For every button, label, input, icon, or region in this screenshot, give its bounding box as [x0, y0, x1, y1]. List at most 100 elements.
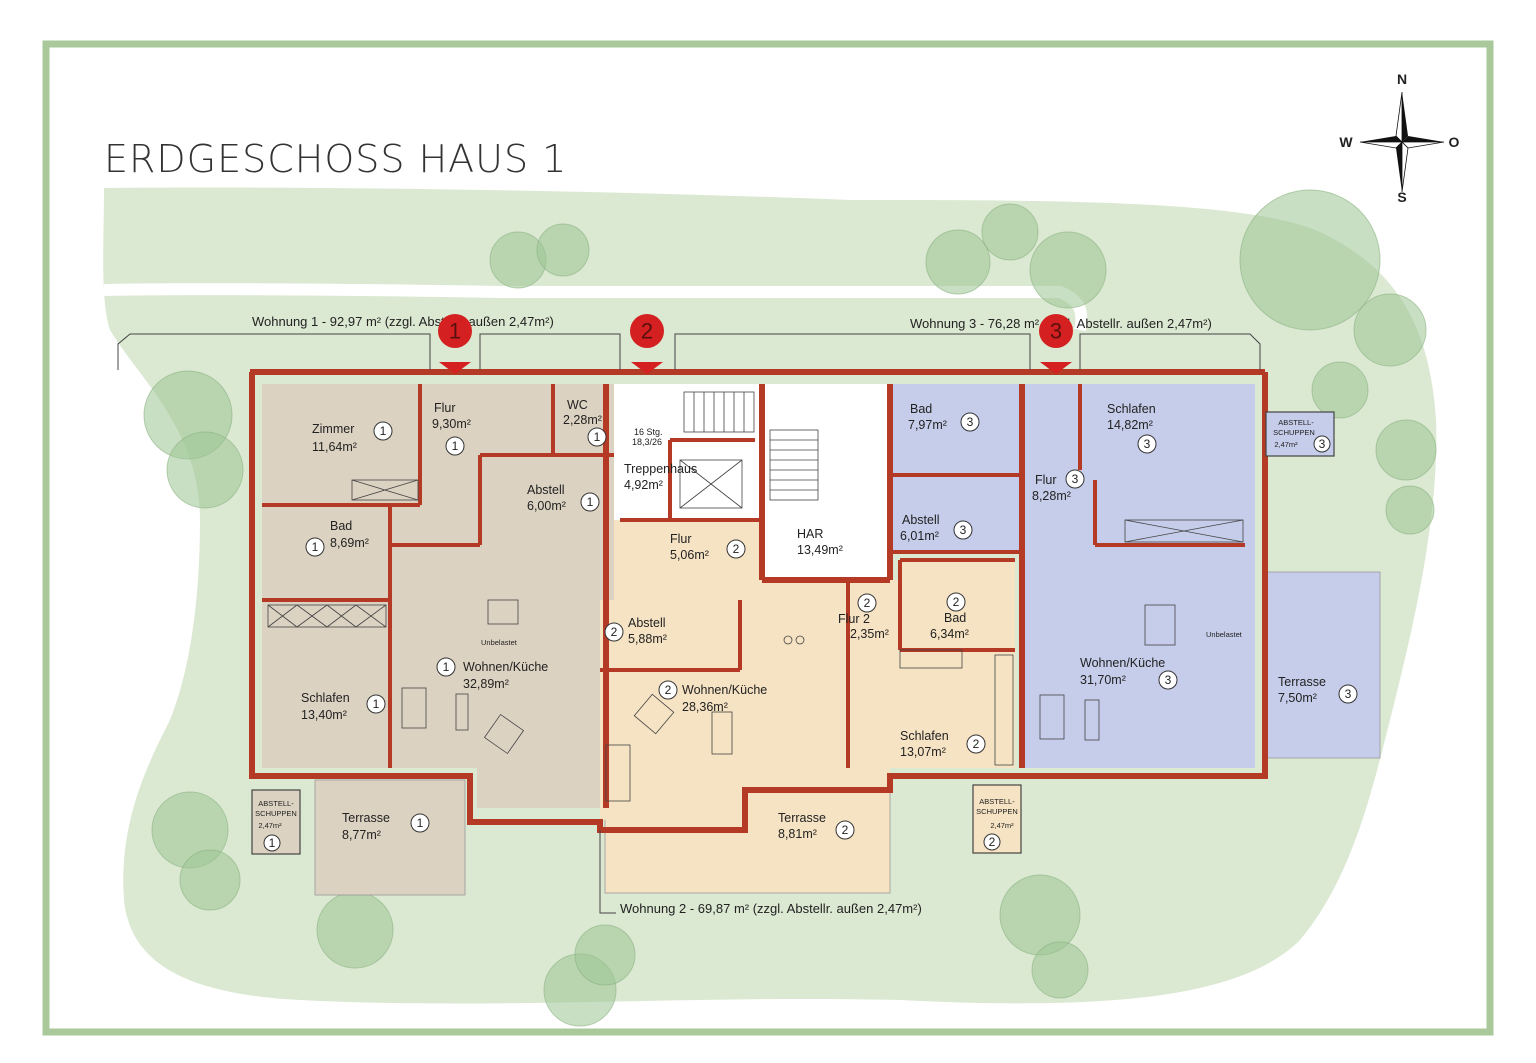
- svg-text:1: 1: [449, 319, 461, 344]
- tree-icon: [536, 223, 590, 277]
- room-abstell-1: Abstell 6,00m² 1: [527, 483, 600, 513]
- room-har: HAR 13,49m²: [797, 527, 843, 557]
- svg-text:SCHUPPEN: SCHUPPEN: [976, 807, 1018, 816]
- svg-text:1: 1: [587, 495, 594, 509]
- svg-text:Bad: Bad: [910, 402, 932, 416]
- room-wohnen-2: Wohnen/Küche 28,36m² 2: [658, 680, 767, 714]
- svg-text:3: 3: [1345, 687, 1352, 701]
- tree-icon: [1385, 485, 1435, 535]
- compass-rose-icon: N S W O: [1339, 71, 1459, 205]
- svg-text:ABSTELL-: ABSTELL-: [979, 797, 1015, 806]
- svg-text:2: 2: [953, 595, 960, 609]
- shed-2: ABSTELL- SCHUPPEN 2,47m² 2: [972, 784, 1022, 854]
- plan-title: ERDGESCHOSS HAUS 1: [104, 137, 567, 181]
- terrace-1-area: [314, 779, 466, 896]
- stairs-icon: [679, 391, 819, 509]
- svg-text:SCHUPPEN: SCHUPPEN: [1273, 428, 1315, 437]
- tree-icon: [574, 924, 636, 986]
- compass-w: W: [1339, 134, 1353, 150]
- svg-text:SCHUPPEN: SCHUPPEN: [255, 809, 297, 818]
- svg-text:11,64m²: 11,64m²: [312, 440, 357, 454]
- svg-text:3: 3: [1144, 437, 1151, 451]
- svg-text:Flur: Flur: [434, 401, 456, 415]
- svg-text:Abstell: Abstell: [902, 513, 940, 527]
- furniture: [401, 599, 1176, 802]
- svg-text:Flur: Flur: [670, 532, 692, 546]
- svg-text:Treppenhaus: Treppenhaus: [624, 462, 697, 476]
- svg-text:Wohnen/Küche: Wohnen/Küche: [1080, 656, 1165, 670]
- svg-text:Abstell: Abstell: [628, 616, 666, 630]
- svg-text:3: 3: [1319, 437, 1326, 451]
- svg-text:Unbelastet: Unbelastet: [481, 638, 518, 647]
- svg-text:8,77m²: 8,77m²: [342, 828, 381, 842]
- entrance-marker-3: 3: [1039, 314, 1073, 374]
- svg-text:Abstell: Abstell: [527, 483, 565, 497]
- svg-text:32,89m²: 32,89m²: [463, 677, 509, 691]
- svg-text:7,50m²: 7,50m²: [1278, 691, 1317, 705]
- svg-text:5,88m²: 5,88m²: [628, 632, 667, 646]
- room-abstell-3: Abstell 6,01m² 3: [900, 513, 973, 543]
- svg-text:2: 2: [864, 596, 871, 610]
- svg-text:Bad: Bad: [944, 611, 966, 625]
- room-terrasse-3: Terrasse 7,50m² 3: [1278, 675, 1358, 705]
- svg-text:Schlafen: Schlafen: [301, 691, 350, 705]
- frame-border: [42, 40, 1494, 1036]
- terrace-3-area: [1264, 571, 1381, 759]
- shed-3: ABSTELL- SCHUPPEN 2,47m² 3: [1265, 411, 1335, 457]
- room-zimmer: Zimmer 11,64m² 1: [312, 421, 393, 454]
- svg-text:2: 2: [611, 625, 618, 639]
- svg-text:8,81m²: 8,81m²: [778, 827, 817, 841]
- svg-text:Flur 2: Flur 2: [838, 612, 870, 626]
- svg-text:Bad: Bad: [330, 519, 352, 533]
- room-wc: WC 2,28m² 1: [563, 398, 607, 447]
- svg-text:Zimmer: Zimmer: [312, 422, 354, 436]
- tree-icon: [316, 891, 394, 969]
- room-flur-2b: Flur 2 2,35m² 2: [838, 593, 889, 641]
- tree-icon: [1375, 419, 1437, 481]
- entrance-marker-2: 2: [630, 314, 664, 374]
- compass-s: S: [1397, 189, 1406, 205]
- room-flur-1: Flur 9,30m² 1: [432, 401, 471, 456]
- room-schlafen-2: Schlafen 13,07m² 2: [900, 729, 986, 759]
- entrance-marker-1: 1: [438, 314, 472, 374]
- tree-icon: [981, 203, 1039, 261]
- svg-text:Wohnen/Küche: Wohnen/Küche: [682, 683, 767, 697]
- tree-icon: [925, 229, 991, 295]
- unit-1-label: Wohnung 1 - 92,97 m² (zzgl. Abstellr. au…: [252, 314, 554, 329]
- svg-text:6,00m²: 6,00m²: [527, 499, 566, 513]
- room-treppenhaus: 16 Stg. 18,3/26 Treppenhaus 4,92m²: [624, 427, 697, 492]
- svg-text:2,47m²: 2,47m²: [1274, 440, 1298, 449]
- svg-text:1: 1: [380, 424, 387, 438]
- svg-text:1: 1: [452, 439, 459, 453]
- svg-text:3: 3: [960, 523, 967, 537]
- svg-text:2: 2: [733, 542, 740, 556]
- svg-text:1: 1: [373, 697, 380, 711]
- shed-1: ABSTELL- SCHUPPEN 2,47m² 1: [251, 789, 301, 855]
- room-schlafen-3: Schlafen 14,82m² 3: [1107, 402, 1157, 454]
- svg-text:2: 2: [989, 835, 996, 849]
- svg-text:2: 2: [973, 737, 980, 751]
- svg-text:2: 2: [842, 823, 849, 837]
- svg-text:8,28m²: 8,28m²: [1032, 489, 1071, 503]
- svg-text:4,92m²: 4,92m²: [624, 478, 663, 492]
- tree-icon: [1311, 361, 1369, 419]
- unit-1-area: [262, 384, 614, 808]
- svg-text:Flur: Flur: [1035, 473, 1057, 487]
- room-bad-2: Bad 6,34m² 2: [930, 592, 969, 641]
- svg-text:ABSTELL-: ABSTELL-: [1278, 418, 1314, 427]
- svg-text:1: 1: [312, 540, 319, 554]
- svg-text:Terrasse: Terrasse: [342, 811, 390, 825]
- room-abstell-2: Abstell 5,88m² 2: [604, 616, 667, 646]
- svg-text:5,06m²: 5,06m²: [670, 548, 709, 562]
- svg-text:6,34m²: 6,34m²: [930, 627, 969, 641]
- room-wohnen-3: Wohnen/Küche 31,70m² 3 Unbelastet: [1080, 630, 1243, 690]
- svg-text:7,97m²: 7,97m²: [908, 418, 947, 432]
- svg-text:1: 1: [417, 816, 424, 830]
- svg-text:ABSTELL-: ABSTELL-: [258, 799, 294, 808]
- room-schlafen-1: Schlafen 13,40m² 1: [301, 691, 386, 722]
- svg-text:Unbelastet: Unbelastet: [1206, 630, 1243, 639]
- svg-text:14,82m²: 14,82m²: [1107, 418, 1153, 432]
- tree-icon: [1031, 941, 1089, 999]
- svg-text:Terrasse: Terrasse: [1278, 675, 1326, 689]
